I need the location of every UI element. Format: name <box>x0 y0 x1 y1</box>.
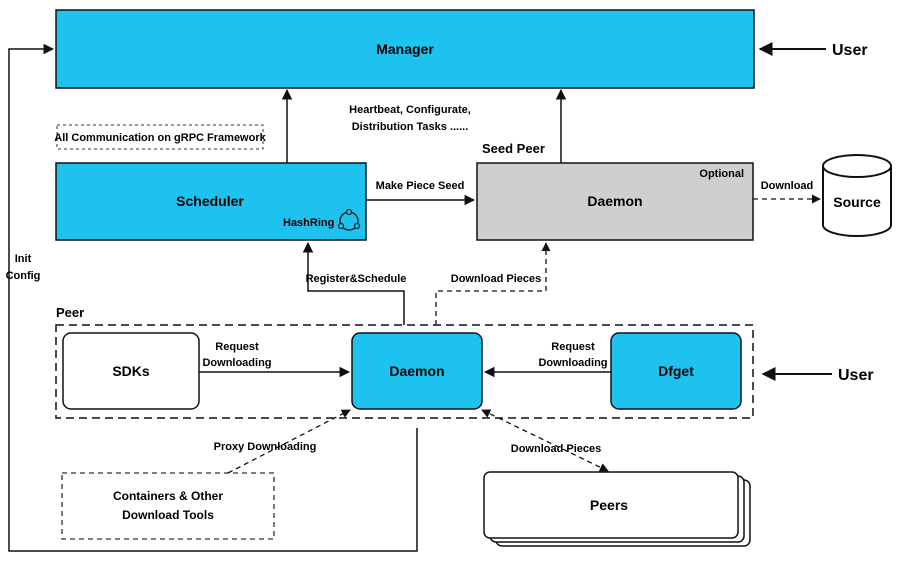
download-source-label: Download <box>761 180 814 192</box>
init-config-arrow <box>8 43 418 552</box>
request-downloading-left-line2: Downloading <box>202 357 271 369</box>
seed-peer-daemon-label: Daemon <box>587 193 642 209</box>
heartbeat-label-line2: Distribution Tasks ...... <box>352 121 469 133</box>
seed-peer-title: Seed Peer <box>482 141 545 156</box>
scheduler-box: Scheduler HashRing <box>55 162 367 241</box>
init-config-line1: Init <box>15 253 32 265</box>
register-schedule-arrow <box>302 241 405 325</box>
request-downloading-left-line1: Request <box>215 341 259 353</box>
peer-group <box>55 324 754 419</box>
containers-line1: Containers & Other <box>113 489 223 503</box>
peers-label: Peers <box>590 497 628 513</box>
init-config-line2: Config <box>6 270 41 282</box>
heartbeat-label-line1: Heartbeat, Configurate, <box>349 104 471 116</box>
user-label-top: User <box>832 42 868 59</box>
peer-title: Peer <box>56 305 84 320</box>
download-pieces-peers-label: Download Pieces <box>511 443 601 455</box>
seed-peer-daemon-box: Daemon Optional <box>476 162 754 241</box>
peer-daemon-label: Daemon <box>389 363 444 379</box>
containers-box: Containers & Other Download Tools <box>61 472 275 540</box>
peers-stack: Peers <box>483 471 751 547</box>
make-piece-seed-label: Make Piece Seed <box>376 180 465 192</box>
grpc-note: All Communication on gRPC Framework <box>54 124 267 150</box>
register-schedule-label: Register&Schedule <box>306 273 407 285</box>
scheduler-label: Scheduler <box>176 193 244 209</box>
proxy-downloading-label: Proxy Downloading <box>214 441 317 453</box>
hashring-icon <box>337 208 361 231</box>
manager-label: Manager <box>376 41 434 57</box>
download-pieces-seed-label: Download Pieces <box>451 273 541 285</box>
manager-box: Manager <box>55 9 755 89</box>
peer-daemon-box: Daemon <box>351 332 483 410</box>
optional-label: Optional <box>699 168 744 180</box>
request-downloading-right-line2: Downloading <box>538 357 607 369</box>
request-downloading-right-line1: Request <box>551 341 595 353</box>
source-label: Source <box>833 194 881 210</box>
user-label-bottom: User <box>838 367 874 384</box>
source-cylinder: Source <box>822 154 892 237</box>
grpc-note-text: All Communication on gRPC Framework <box>54 132 266 144</box>
hashring-label: HashRing <box>283 217 334 229</box>
containers-line2: Download Tools <box>122 508 214 522</box>
sdks-label: SDKs <box>112 363 150 379</box>
dfget-label: Dfget <box>658 363 694 379</box>
dfget-box: Dfget <box>610 332 742 410</box>
download-pieces-peers-arrow <box>481 409 609 472</box>
sdks-box: SDKs <box>62 332 200 410</box>
proxy-downloading-arrow <box>227 409 351 474</box>
